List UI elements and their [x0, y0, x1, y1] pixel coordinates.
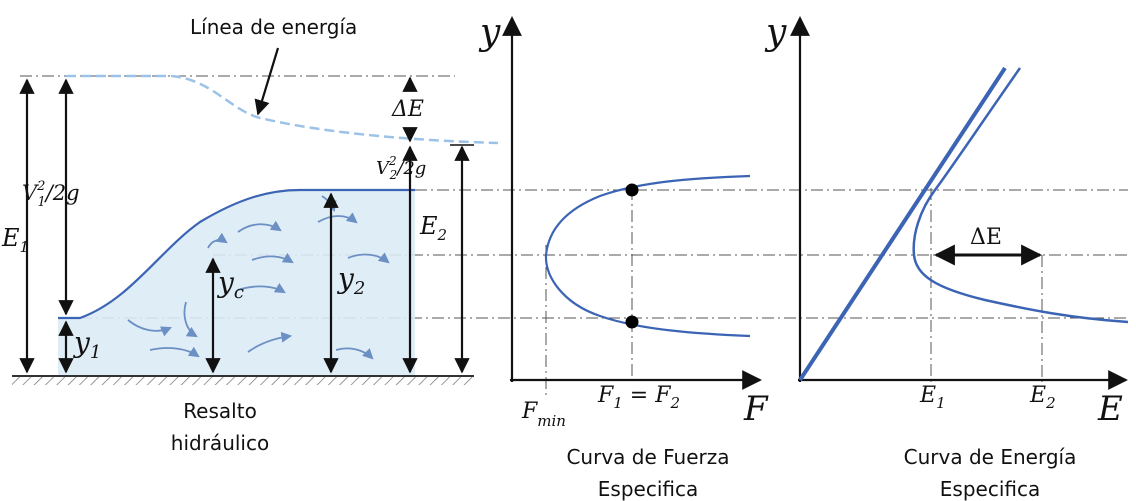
depth-equals-energy-line — [798, 66, 1007, 382]
force-x-axis-label: F — [743, 389, 769, 429]
specific-energy-panel: y E E1 E2 ΔE Curva de Energía Especifica — [764, 12, 1129, 501]
energy-e2-label: E2 — [1029, 383, 1056, 412]
energy-caption-line1: Curva de Energía — [904, 445, 1077, 469]
e2-label: E2 — [419, 212, 447, 244]
energy-line-curve — [66, 74, 499, 145]
e1-label: E1 — [1, 224, 29, 256]
energy-label-pointer — [254, 47, 280, 116]
y1-label: y1 — [72, 326, 101, 363]
force-caption-line1: Curva de Fuerza — [566, 445, 729, 469]
energy-delta-e-label: ΔE — [970, 225, 1002, 250]
energy-caption-line2: Especifica — [940, 477, 1040, 501]
jump-caption-line2: hidráulico — [171, 431, 269, 455]
energy-line-label: Línea de energía — [190, 15, 357, 39]
fmin-label: Fmin — [521, 399, 566, 430]
delta-e-label: ΔE — [391, 97, 424, 122]
energy-e1-label: E1 — [919, 383, 946, 412]
force-caption-line2: Especifica — [598, 477, 698, 501]
yc-label: yc — [216, 266, 244, 303]
channel-bed-hatch — [12, 376, 474, 385]
lower-point — [625, 315, 639, 329]
jump-caption-line1: Resalto — [183, 399, 257, 423]
specific-energy-curve — [912, 67, 1129, 324]
specific-force-panel: y F Fmin F1 = F2 Curva de Fuerza Especif… — [478, 12, 769, 501]
energy-y-axis-label: y — [764, 12, 787, 53]
water-surface-curve — [58, 188, 415, 320]
upper-point — [625, 183, 639, 197]
force-y-axis-label: y — [478, 12, 501, 53]
f1-f2-label: F1 = F2 — [597, 383, 680, 412]
energy-x-axis-label: E — [1097, 389, 1123, 429]
specific-force-curve — [544, 174, 751, 338]
y2-label: y2 — [336, 262, 365, 299]
dimension-arrows — [19, 47, 470, 374]
